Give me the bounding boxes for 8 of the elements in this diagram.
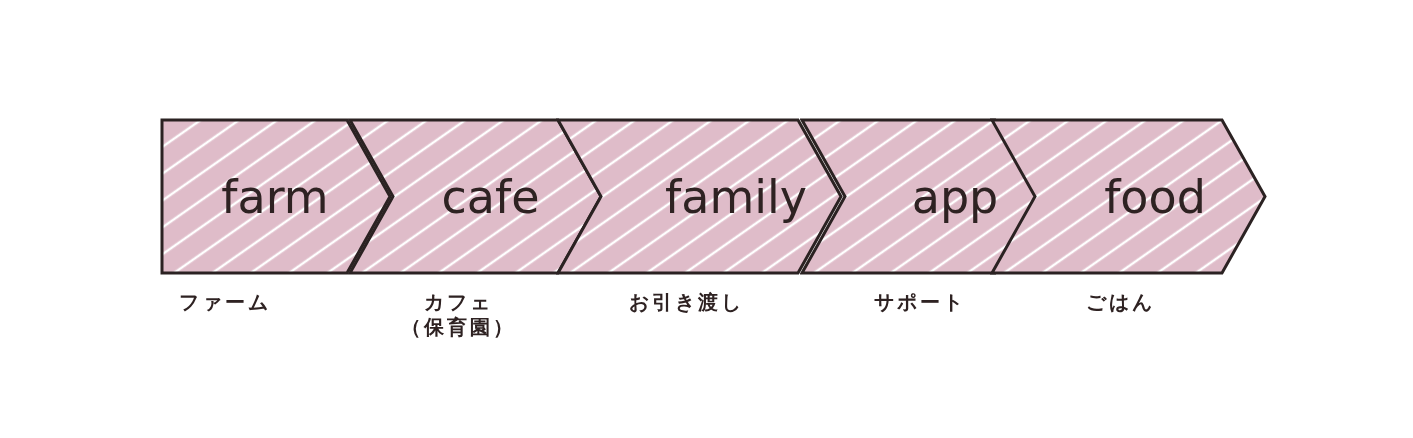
chevron-label: farm (220, 173, 330, 220)
node-label: サポート (873, 290, 967, 315)
node-label: カフェ（保育園） (399, 290, 517, 340)
node-label: お引き渡し (627, 290, 745, 315)
node-label: ファーム (178, 290, 272, 315)
chevron-label: cafe (440, 173, 541, 220)
chevron-label: food (1103, 173, 1207, 220)
node-label: ごはん (1084, 290, 1156, 315)
